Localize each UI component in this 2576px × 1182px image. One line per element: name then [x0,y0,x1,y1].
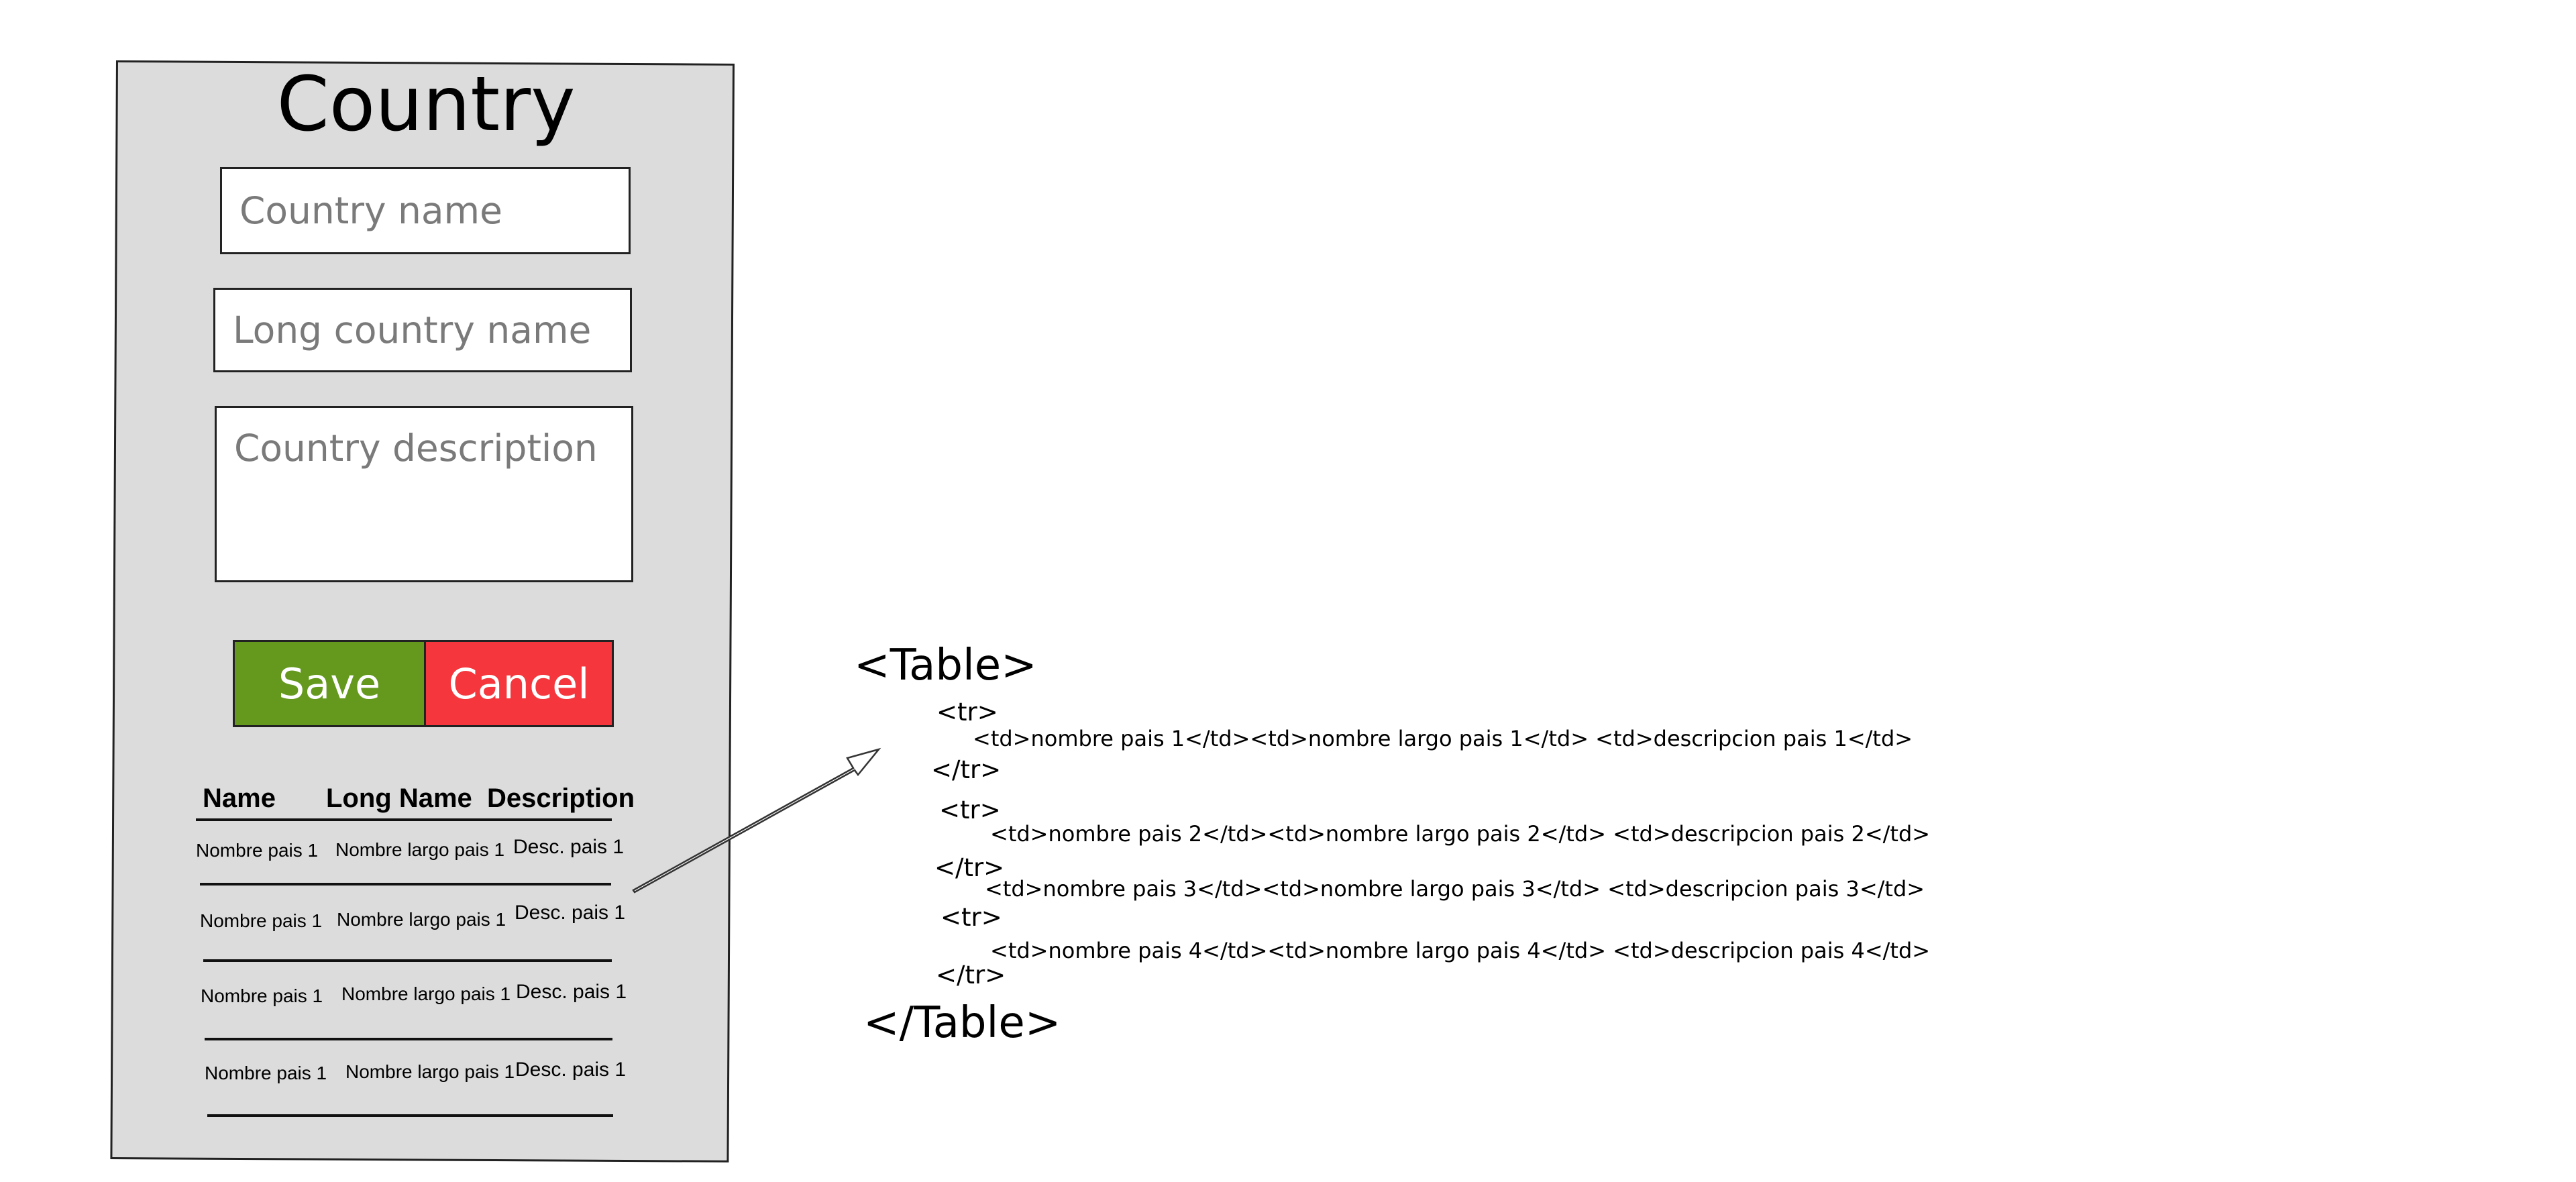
table-cell-name: Nombre pais 1 [205,1063,327,1083]
form-title: Country [276,61,576,148]
column-header-description[interactable]: Description [487,784,635,813]
table-cell-long-name: Nombre largo pais 1 [335,839,505,860]
header-divider [196,818,612,821]
code-row: <td>nombre pais 1</td><td>nombre largo p… [973,726,1913,751]
column-header-name[interactable]: Name [203,784,276,813]
table-cell-description: Desc. pais 1 [515,902,626,924]
code-row: <td>nombre pais 2</td><td>nombre largo p… [990,821,1931,847]
code-row: <td>nombre pais 4</td><td>nombre largo p… [990,938,1931,963]
cancel-button[interactable]: Cancel [424,640,614,727]
code-tr-close: </tr> [936,961,1006,989]
code-tr-open: <tr> [936,698,998,727]
long-country-name-input[interactable] [213,288,632,372]
table-cell-long-name: Nombre largo pais 1 [345,1061,515,1082]
table-cell-description: Desc. pais 1 [513,836,625,858]
table-cell-name: Nombre pais 1 [201,985,323,1006]
save-button[interactable]: Save [233,640,426,727]
code-table-close: </Table> [863,998,1061,1048]
code-tr-close: </tr> [934,853,1005,882]
code-table-open: <Table> [854,641,1037,690]
code-tr-open: <tr> [941,903,1002,932]
code-tr-close: </tr> [931,755,1002,784]
row-divider [200,883,611,885]
table-cell-description: Desc. pais 1 [515,1059,627,1081]
country-description-textarea[interactable] [215,406,633,582]
table-cell-long-name: Nombre largo pais 1 [337,909,506,930]
table-cell-long-name: Nombre largo pais 1 [341,983,511,1004]
table-cell-name: Nombre pais 1 [200,910,323,931]
table-cell-name: Nombre pais 1 [196,840,319,861]
country-name-input[interactable] [220,167,631,254]
code-row: <td>nombre pais 3</td><td>nombre largo p… [985,876,1925,902]
column-header-long-name[interactable]: Long Name [326,784,472,813]
table-cell-description: Desc. pais 1 [516,981,627,1003]
row-divider [207,1114,613,1117]
row-divider [205,1038,612,1040]
code-tr-open: <tr> [939,796,1001,824]
row-divider [203,959,612,962]
